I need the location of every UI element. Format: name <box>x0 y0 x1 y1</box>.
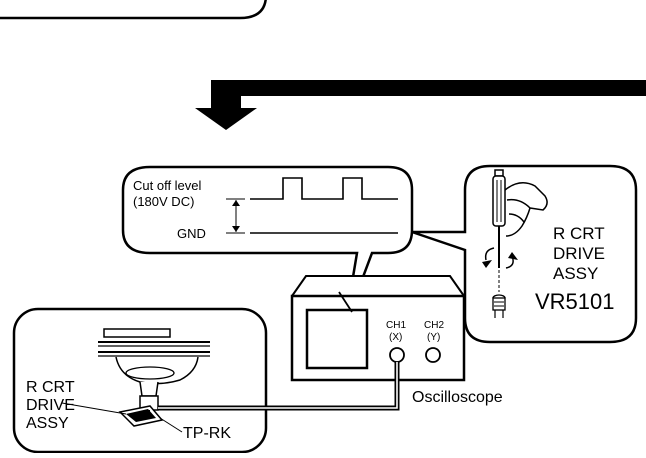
ch1-input-jack <box>389 347 405 363</box>
adjust-assy-line2: DRIVE <box>553 244 605 263</box>
tp-rk-label: TP-RK <box>183 425 231 442</box>
ch1-label: CH1 <box>386 320 406 331</box>
oscilloscope-label: Oscilloscope <box>412 389 503 406</box>
screwdriver-icon <box>492 169 506 292</box>
board-assy-line2: DRIVE <box>26 397 75 414</box>
adjustment-callout: R CRT DRIVE ASSY VR5101 <box>411 164 638 344</box>
assy-leader-line <box>61 402 127 415</box>
board-assy-line3: ASSY <box>26 415 69 432</box>
cutoff-voltage-label: (180V DC) <box>133 194 194 209</box>
adjust-assy-line1: R CRT <box>553 224 605 243</box>
gnd-label: GND <box>177 226 206 241</box>
rotate-icon <box>482 247 518 269</box>
variable-resistor-icon <box>492 294 506 318</box>
ch2-input-jack <box>425 347 441 363</box>
board-assy-line1: R CRT <box>26 379 75 396</box>
oscilloscope: CH1 (X) CH2 (Y) <box>290 275 466 382</box>
test-point-probe <box>118 395 164 427</box>
adjust-assy-line3: ASSY <box>553 264 598 283</box>
vr5101-label: VR5101 <box>535 289 615 314</box>
scope-screen <box>305 308 369 370</box>
ch2-axis-label: (Y) <box>427 332 440 343</box>
pulse-waveform <box>250 177 398 200</box>
top-callout-fragment <box>0 0 267 20</box>
tp-leader-line <box>159 417 183 433</box>
level-dimension-arrow <box>226 198 245 234</box>
pcb-drawing <box>98 328 210 397</box>
ch2-label: CH2 <box>424 320 444 331</box>
ch1-axis-label: (X) <box>389 332 402 343</box>
waveform-callout: Cut off level (180V DC) GND <box>121 165 414 326</box>
cutoff-level-label: Cut off level <box>133 178 202 193</box>
hand-icon <box>504 182 548 237</box>
flow-arrow <box>195 80 646 130</box>
board-callout: R CRT DRIVE ASSY TP-RK <box>12 307 268 454</box>
